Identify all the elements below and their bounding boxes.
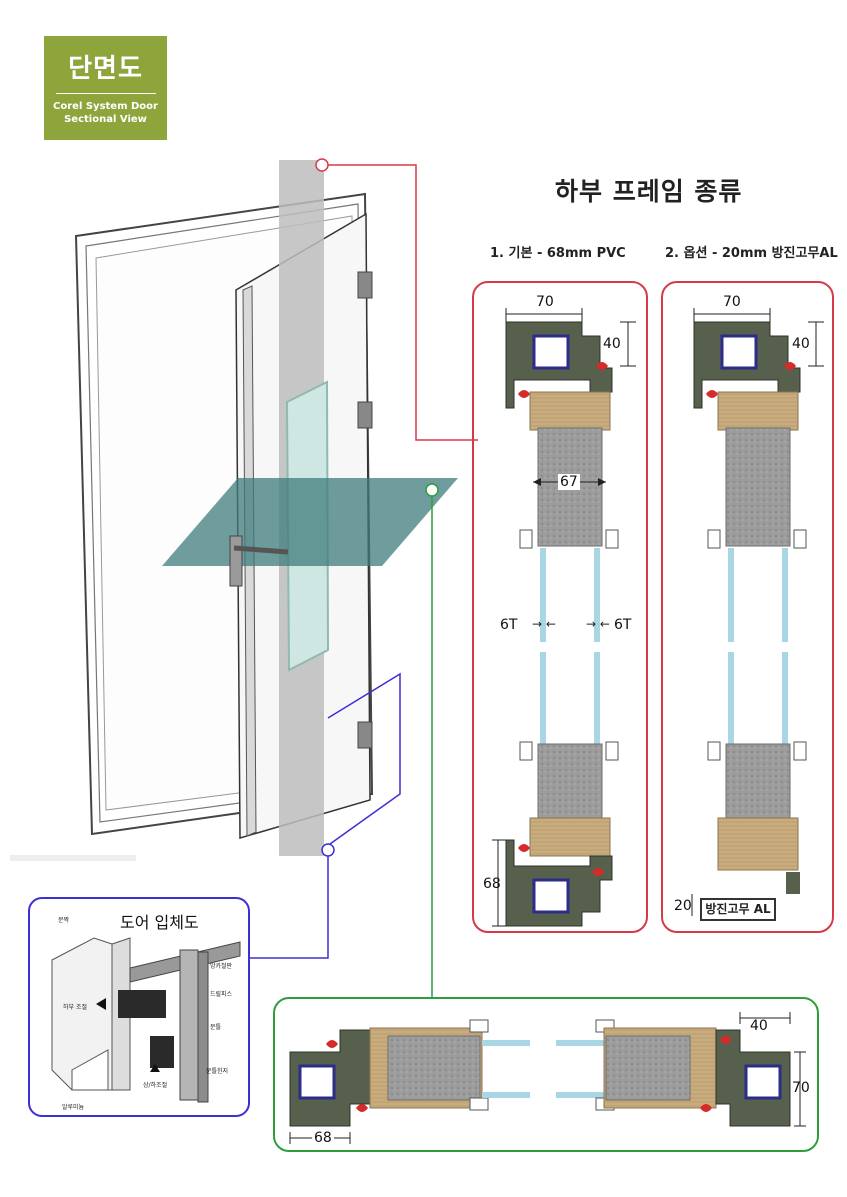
dim-glass-left: 6T xyxy=(500,617,518,633)
section-1-drawing xyxy=(492,308,636,927)
badge-subtitle-1: Corel System Door xyxy=(53,101,158,112)
perspective-title: 도어 입체도 xyxy=(120,913,199,932)
arrows-left: → ← xyxy=(532,617,556,631)
section-title: 하부 프레임 종류 xyxy=(555,177,743,206)
label-up-down-adjust: 상/하조절 xyxy=(143,1082,168,1089)
dim-h-left-width: 68 xyxy=(312,1130,334,1146)
perspective-panel xyxy=(28,897,250,1117)
dim-height-top-1: 40 xyxy=(603,336,621,352)
dim-h-right-width: 40 xyxy=(750,1018,768,1034)
perspective-drawing xyxy=(51,937,241,1103)
label-anchor-plate: 앙카철판 xyxy=(210,963,233,970)
section-badge: 단면도 Corel System Door Sectional View xyxy=(44,36,167,140)
label-door-leaf: 문짝 xyxy=(58,917,70,924)
dim-panel-width: 67 xyxy=(558,474,580,490)
dim-width-top-2: 70 xyxy=(723,294,741,310)
label-frame: 문틀 xyxy=(210,1024,222,1031)
horizontal-section-panel xyxy=(273,997,819,1152)
label-lower-adjust: 하부 조절 xyxy=(63,1004,87,1011)
dim-height-top-2: 40 xyxy=(792,336,810,352)
dim-h-right-height: 70 xyxy=(792,1080,810,1096)
dim-rubber-height: 20 xyxy=(674,898,692,914)
option-1-label: 1. 기본 - 68mm PVC xyxy=(490,246,626,261)
door-illustration xyxy=(10,158,478,998)
dim-width-top-1: 70 xyxy=(536,294,554,310)
label-aluminum: 알루미늄 xyxy=(62,1104,85,1111)
option-2-panel xyxy=(661,281,834,933)
badge-title: 단면도 xyxy=(68,54,143,84)
rubber-al-label: 방진고무 AL xyxy=(700,898,776,921)
label-frame-hinge: 문틀힌지 xyxy=(206,1068,229,1075)
horizontal-section-drawing xyxy=(289,1012,806,1144)
arrows-right: → ← xyxy=(586,617,610,631)
label-drill-screw: 드릴피스 xyxy=(210,991,233,998)
section-2-drawing xyxy=(691,308,824,916)
option-2-label: 2. 옵션 - 20mm 방진고무AL xyxy=(665,246,838,261)
dim-bottom-height-1: 68 xyxy=(483,876,501,892)
badge-subtitle-2: Sectional View xyxy=(64,114,147,125)
option-1-panel xyxy=(472,281,648,933)
badge-divider xyxy=(55,93,156,94)
dim-glass-right: 6T xyxy=(614,617,632,633)
